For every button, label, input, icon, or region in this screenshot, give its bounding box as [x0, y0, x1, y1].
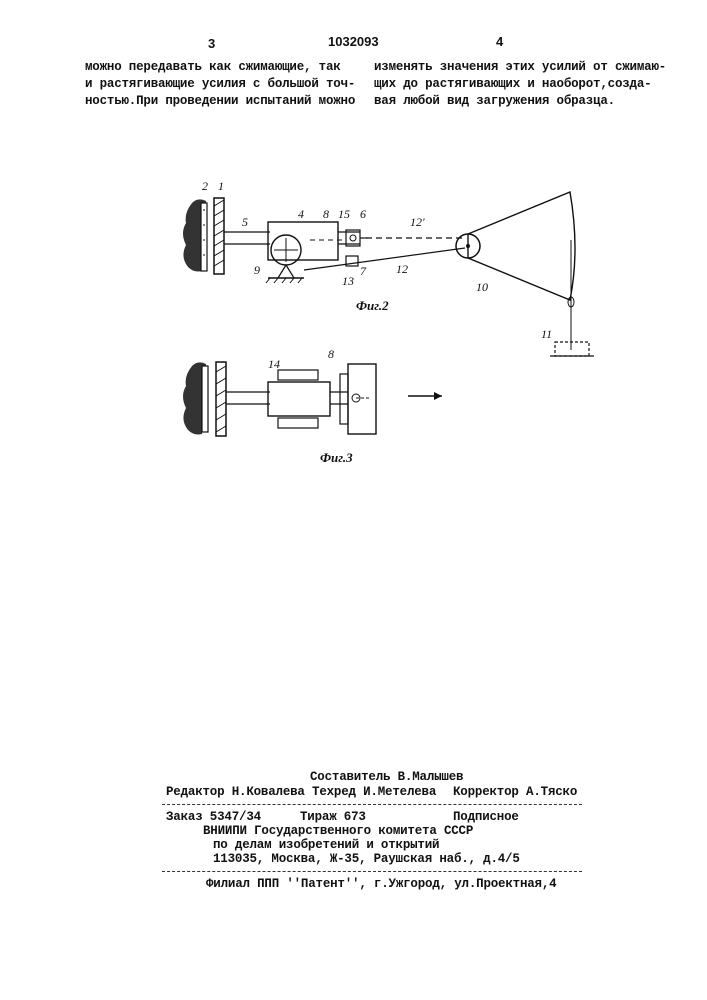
subscription-line: Подписное [453, 810, 519, 824]
label-14: 14 [268, 357, 280, 371]
label-10: 10 [476, 280, 488, 294]
label-2: 2 [202, 179, 208, 193]
label-11: 11 [541, 327, 552, 341]
right-column-text: изменять значения этих усилий от сжимаю-… [374, 59, 666, 110]
label-9: 9 [254, 263, 260, 277]
specimen-grip [183, 199, 207, 271]
text-line: изменять значения этих усилий от сжимаю- [374, 59, 666, 76]
page-number-right: 4 [496, 34, 503, 49]
text-line: щих до растягивающих и наоборот,созда- [374, 76, 666, 93]
label-13: 13 [342, 274, 354, 288]
corrector-line: Корректор А.Тяско [453, 785, 577, 799]
order-line: Заказ 5347/34 [166, 810, 261, 824]
figure-3-caption: Фиг.3 [320, 450, 353, 466]
text-line: можно передавать как сжимающие, так [85, 59, 355, 76]
label-4: 4 [298, 207, 304, 221]
left-column-text: можно передавать как сжимающие, так и ра… [85, 59, 355, 110]
page-number-left: 3 [208, 36, 215, 51]
editor-line: Редактор Н.Ковалева Техред И.Метелева [166, 785, 436, 799]
org-line-2: по делам изобретений и открытий [213, 838, 439, 852]
carriage [268, 222, 338, 260]
figure-2-caption: Фиг.2 [356, 298, 389, 314]
figure-2-drawing: 2 1 5 4 8 15 6 12' 9 13 7 12 10 11 [170, 170, 610, 370]
label-6: 6 [360, 207, 366, 221]
label-1: 1 [218, 179, 224, 193]
text-line: ностью.При проведении испытаний можно [85, 93, 355, 110]
compiler-line: Составитель В.Малышев [310, 770, 463, 784]
label-15: 15 [338, 207, 350, 221]
branch-line: Филиал ППП ''Патент'', г.Ужгород, ул.Про… [206, 877, 556, 891]
divider [162, 871, 582, 872]
circulation-line: Тираж 673 [300, 810, 366, 824]
text-line: и растягивающие усилия с большой точ- [85, 76, 355, 93]
figure-3-drawing: 14 8 [180, 350, 460, 450]
patent-number: 1032093 [328, 34, 379, 49]
divider [162, 804, 582, 805]
label-12p: 12' [410, 215, 425, 229]
label-5: 5 [242, 215, 248, 229]
label-7: 7 [360, 264, 367, 278]
label-8: 8 [328, 350, 334, 361]
org-line-1: ВНИИПИ Государственного комитета СССР [203, 824, 473, 838]
address-line: 113035, Москва, Ж-35, Раушская наб., д.4… [213, 852, 520, 866]
label-8: 8 [323, 207, 329, 221]
text-line: вая любой вид загружения образца. [374, 93, 666, 110]
label-12: 12 [396, 262, 408, 276]
weight [555, 342, 589, 356]
